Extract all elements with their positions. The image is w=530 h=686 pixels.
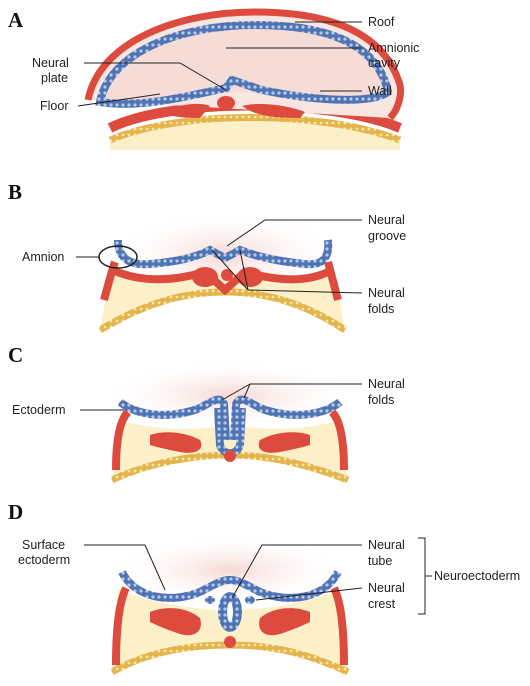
neural-crest-label-line1: Neural xyxy=(368,581,405,595)
notochord xyxy=(224,636,236,648)
amnionic-cavity-label-line1: Amnionic xyxy=(368,41,419,55)
notochord xyxy=(217,96,235,110)
neural-folds-c-label-line2: folds xyxy=(368,393,394,407)
neuroectoderm-bracket xyxy=(418,538,425,614)
notochord xyxy=(224,450,236,462)
neuroectoderm-label: Neuroectoderm xyxy=(434,569,520,583)
panel-a: A Roof Amnionic cavity Neural plate Floo… xyxy=(8,8,419,150)
floor-label: Floor xyxy=(40,99,68,113)
panel-d: D Surface ectoderm Neural tube Neural cr… xyxy=(8,500,520,672)
amnion-label: Amnion xyxy=(22,250,64,264)
roof-label: Roof xyxy=(368,15,395,29)
surface-ectoderm-label-line1: Surface xyxy=(22,538,65,552)
ectoderm-label: Ectoderm xyxy=(12,403,66,417)
neural-groove-label-line1: Neural xyxy=(368,213,405,227)
panel-b: B Amnion Neural groove Neural folds xyxy=(8,180,406,330)
neural-folds-b-label-line2: folds xyxy=(368,302,394,316)
panel-d-letter: D xyxy=(8,500,23,524)
neural-folds-c-label-line1: Neural xyxy=(368,377,405,391)
panel-a-letter: A xyxy=(8,8,24,32)
surface-ectoderm-label-line2: ectoderm xyxy=(18,553,70,567)
neural-tube-label-line2: tube xyxy=(368,554,392,568)
neural-groove-label-line2: groove xyxy=(368,229,406,243)
paraxial-mesoderm-left xyxy=(192,267,218,287)
neural-plate-label-line1: Neural xyxy=(32,56,69,70)
neural-tube-label-line1: Neural xyxy=(368,538,405,552)
neural-folds-b-label-line1: Neural xyxy=(368,286,405,300)
neural-crest-label-line2: crest xyxy=(368,597,396,611)
paraxial-mesoderm-right xyxy=(237,267,263,287)
wall-label: Wall xyxy=(368,84,392,98)
panel-b-letter: B xyxy=(8,180,22,204)
panel-c: C Ectoderm Neural folds xyxy=(8,343,405,480)
neural-plate-label-line2: plate xyxy=(41,71,68,85)
amnionic-cavity-label-line2: cavity xyxy=(368,56,401,70)
panel-c-letter: C xyxy=(8,343,23,367)
neural-crest-left xyxy=(205,596,215,604)
neural-canal xyxy=(227,602,233,622)
neural-crest-right xyxy=(245,596,255,604)
